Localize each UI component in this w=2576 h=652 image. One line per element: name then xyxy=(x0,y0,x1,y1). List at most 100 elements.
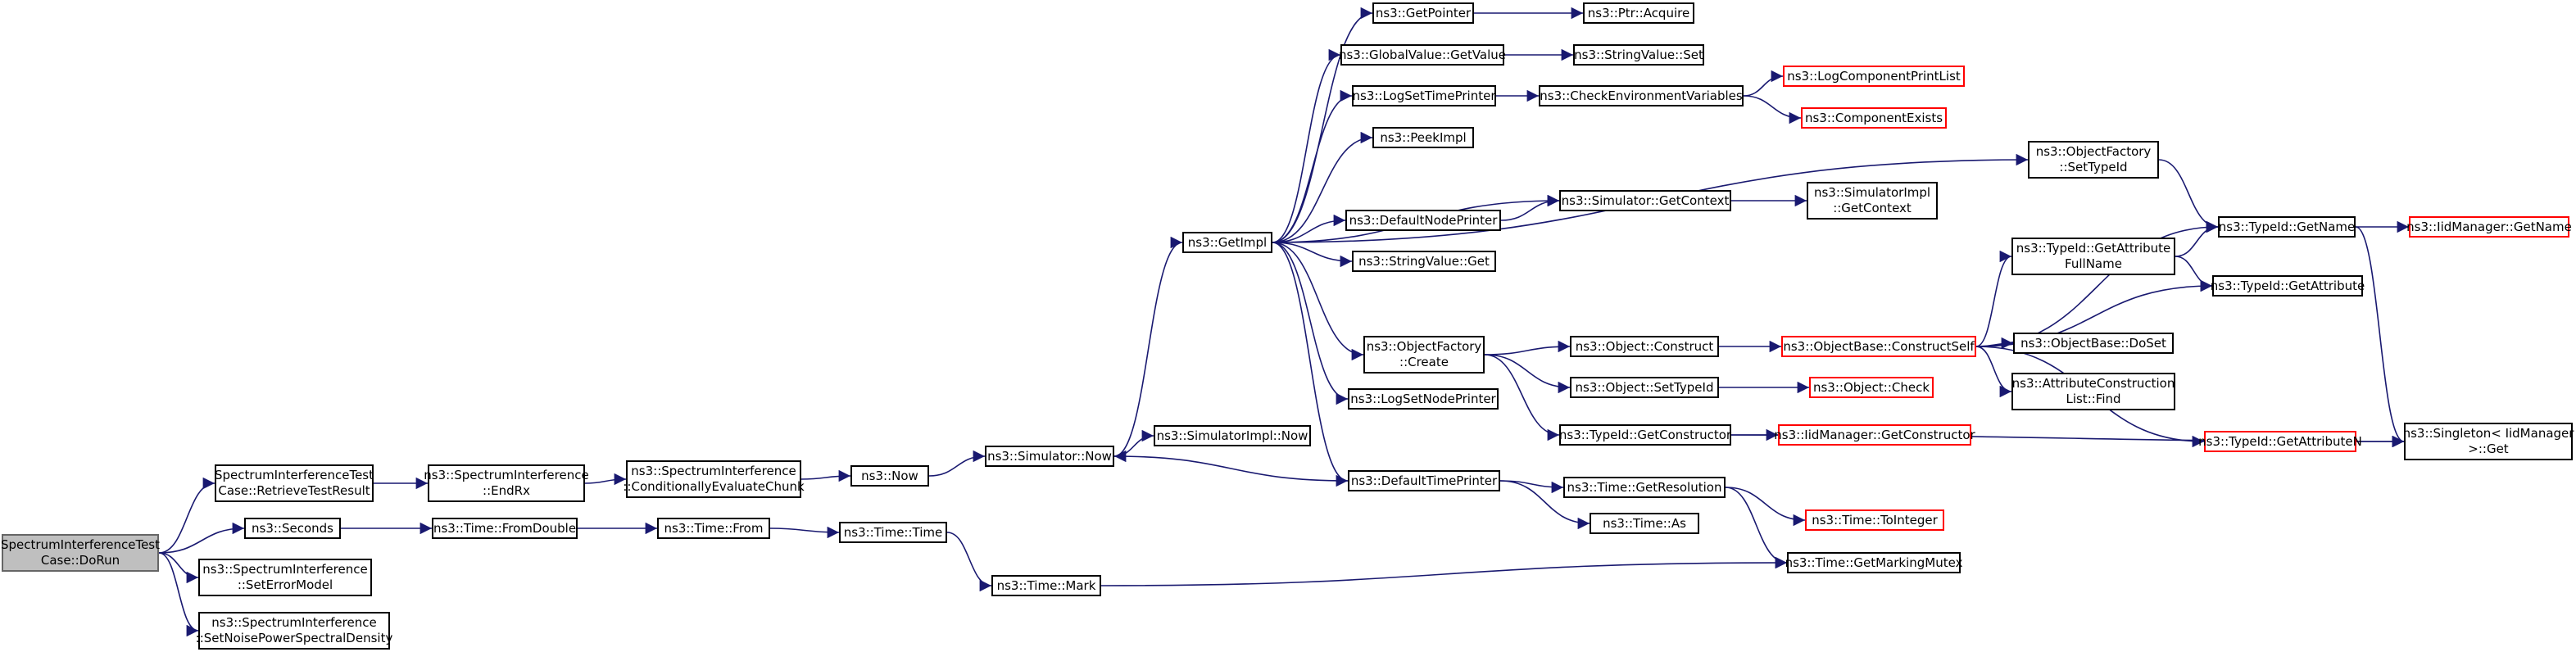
node-from-double[interactable]: ns3::Time::FromDouble xyxy=(432,518,578,539)
node-sim-get-ctx[interactable]: ns3::Simulator::GetContext xyxy=(1559,190,1731,211)
node-label-line: ns3::PeekImpl xyxy=(1380,129,1467,145)
node-get-mark-mutex[interactable]: ns3::Time::GetMarkingMutex xyxy=(1785,552,1963,573)
node-def-time[interactable]: ns3::DefaultTimePrinter xyxy=(1348,470,1500,491)
node-label-line: ns3::ComponentExists xyxy=(1804,110,1943,125)
node-of-create[interactable]: ns3::ObjectFactory::Create xyxy=(1363,336,1485,374)
node-label-line: ns3::SimulatorImpl::Now xyxy=(1156,428,1308,443)
edge-simNow-to-getImpl xyxy=(1113,236,1183,457)
node-mark[interactable]: ns3::Time::Mark xyxy=(991,575,1101,596)
node-sim-impl-now[interactable]: ns3::SimulatorImpl::Now xyxy=(1154,425,1311,446)
node-label-line: ns3::LogSetTimePrinter xyxy=(1352,88,1496,103)
node-now[interactable]: ns3::Now xyxy=(850,465,929,487)
node-tid-get-attr[interactable]: ns3::TypeId::GetAttribute xyxy=(2211,275,2365,297)
node-ob-construct-self[interactable]: ns3::ObjectBase::ConstructSelf xyxy=(1781,336,1976,357)
node-label-line: ns3::Object::Check xyxy=(1812,379,1930,395)
node-label-line: ns3::Simulator::Now xyxy=(987,448,1112,464)
node-label-line: ns3::TypeId::GetAttribute xyxy=(2016,241,2171,256)
node-comp-exists[interactable]: ns3::ComponentExists xyxy=(1801,107,1947,129)
node-label-line: ns3::CheckEnvironmentVariables xyxy=(1540,88,1743,103)
node-obj-check[interactable]: ns3::Object::Check xyxy=(1809,377,1934,398)
node-sim-now[interactable]: ns3::Simulator::Now xyxy=(985,446,1114,467)
node-label-line: Case::DoRun xyxy=(40,553,120,568)
node-label-line: ns3::SpectrumInterference xyxy=(202,562,368,577)
node-label-line: ns3::Time::ToInteger xyxy=(1812,512,1938,527)
node-get-impl[interactable]: ns3::GetImpl xyxy=(1182,232,1272,253)
node-label-line: ns3::Object::Construct xyxy=(1575,338,1714,354)
node-label-line: ns3::SpectrumInterference xyxy=(424,468,589,482)
edge-ofCreate-to-objConstruct xyxy=(1484,340,1571,355)
edge-doRun-to-setNoise xyxy=(158,552,199,637)
node-label-line: ::SetNoisePowerSpectralDensity xyxy=(195,631,393,645)
node-of-set-type-id[interactable]: ns3::ObjectFactory::SetTypeId xyxy=(2028,141,2159,179)
node-label-line: ns3::Now xyxy=(861,468,918,483)
node-time-time[interactable]: ns3::Time::Time xyxy=(839,522,947,543)
node-label-line: ::GetContext xyxy=(1833,201,1912,215)
node-label-line: ns3::StringValue::Get xyxy=(1358,253,1490,269)
node-set-err[interactable]: ns3::SpectrumInterference::SetErrorModel xyxy=(198,559,372,596)
node-label-line: ns3::Time::GetMarkingMutex xyxy=(1785,555,1963,570)
node-get-pointer[interactable]: ns3::GetPointer xyxy=(1372,2,1474,24)
node-label-line: ns3::Ptr::Acquire xyxy=(1587,5,1690,20)
node-tid-get-name[interactable]: ns3::TypeId::GetName xyxy=(2218,216,2356,238)
edge-getImpl-to-defTime xyxy=(1272,242,1349,487)
node-label-line: Case::RetrieveTestResult xyxy=(218,483,370,498)
node-label-line: ::ConditionallyEvaluateChunk xyxy=(623,479,805,494)
node-def-node[interactable]: ns3::DefaultNodePrinter xyxy=(1345,210,1501,231)
node-time-as[interactable]: ns3::Time::As xyxy=(1590,513,1699,534)
node-label-line: ns3::ObjectFactory xyxy=(1366,339,1482,354)
node-label-line: >::Get xyxy=(2468,441,2509,456)
edge-checkEnv-to-compExists xyxy=(1743,95,1802,125)
node-obj-set-type-id[interactable]: ns3::Object::SetTypeId xyxy=(1570,377,1719,398)
node-set-noise[interactable]: ns3::SpectrumInterference::SetNoisePower… xyxy=(195,612,393,650)
node-from[interactable]: ns3::Time::From xyxy=(657,518,770,539)
node-tid-get-ctor[interactable]: ns3::TypeId::GetConstructor xyxy=(1559,424,1731,446)
edge-getImpl-to-svGet xyxy=(1272,242,1353,268)
node-log-comp-list[interactable]: ns3::LogComponentPrintList xyxy=(1783,66,1965,87)
node-iid-get-ctor[interactable]: ns3::IidManager::GetConstructor xyxy=(1774,424,1975,446)
node-label-line: ns3::IidManager::GetName xyxy=(2406,219,2572,234)
node-label-line: ns3::TypeId::GetName xyxy=(2218,219,2356,234)
node-label-line: ns3::AttributeConstruction xyxy=(2011,376,2175,391)
node-label-line: SpectrumInterferenceTest xyxy=(1,537,160,552)
node-label-line: ns3::Time::As xyxy=(1603,515,1686,531)
node-label-line: ns3::StringValue::Set xyxy=(1574,47,1703,62)
node-label-line: ns3::SpectrumInterference xyxy=(631,464,796,478)
node-label-line: ns3::Singleton< IidManager xyxy=(2402,426,2574,441)
node-label-line: ns3::Time::FromDouble xyxy=(433,520,577,536)
node-to-integer[interactable]: ns3::Time::ToInteger xyxy=(1805,509,1944,531)
node-label-line: ::SetTypeId xyxy=(2059,160,2128,174)
node-sv-set[interactable]: ns3::StringValue::Set xyxy=(1573,44,1704,66)
edge-doRun-to-seconds xyxy=(158,522,245,554)
node-log-set-node[interactable]: ns3::LogSetNodePrinter xyxy=(1348,388,1499,410)
edge-tidGetName-to-singletonGet xyxy=(2355,226,2405,448)
node-cond-eval[interactable]: ns3::SpectrumInterference::Conditionally… xyxy=(623,460,805,498)
edge-defTime-to-timeAs xyxy=(1499,480,1590,530)
node-sim-impl-get-ctx[interactable]: ns3::SimulatorImpl::GetContext xyxy=(1807,182,1938,220)
node-seconds[interactable]: ns3::Seconds xyxy=(244,518,341,539)
node-ob-do-set[interactable]: ns3::ObjectBase::DoSet xyxy=(2013,333,2174,354)
node-iid-get-name[interactable]: ns3::IidManager::GetName xyxy=(2406,216,2572,238)
node-get-res[interactable]: ns3::Time::GetResolution xyxy=(1563,477,1726,498)
node-label-line: ::Create xyxy=(1399,355,1449,369)
edge-ofCreate-to-objSetTypeId xyxy=(1484,354,1571,394)
node-tid-get-attr-n[interactable]: ns3::TypeId::GetAttributeN xyxy=(2198,431,2362,452)
edge-getRes-to-getMarkMutex xyxy=(1725,487,1788,569)
edge-mark-to-getMarkMutex xyxy=(1100,556,1788,586)
node-label-line: List::Find xyxy=(2066,392,2121,406)
node-peek-impl[interactable]: ns3::PeekImpl xyxy=(1372,127,1474,148)
node-sv-get[interactable]: ns3::StringValue::Get xyxy=(1352,251,1496,272)
node-singleton-get[interactable]: ns3::Singleton< IidManager >::Get xyxy=(2402,423,2574,460)
node-obj-construct[interactable]: ns3::Object::Construct xyxy=(1570,336,1719,357)
node-gv-get-value[interactable]: ns3::GlobalValue::GetValue xyxy=(1339,44,1506,66)
node-label-line: ns3::Simulator::GetContext xyxy=(1561,192,1730,208)
node-check-env[interactable]: ns3::CheckEnvironmentVariables xyxy=(1539,85,1744,106)
node-ptr-acquire[interactable]: ns3::Ptr::Acquire xyxy=(1583,2,1694,24)
node-log-set-time[interactable]: ns3::LogSetTimePrinter xyxy=(1352,85,1496,106)
node-end-rx[interactable]: ns3::SpectrumInterference::EndRx xyxy=(424,464,589,502)
edge-doRun-to-setErr xyxy=(158,552,199,584)
